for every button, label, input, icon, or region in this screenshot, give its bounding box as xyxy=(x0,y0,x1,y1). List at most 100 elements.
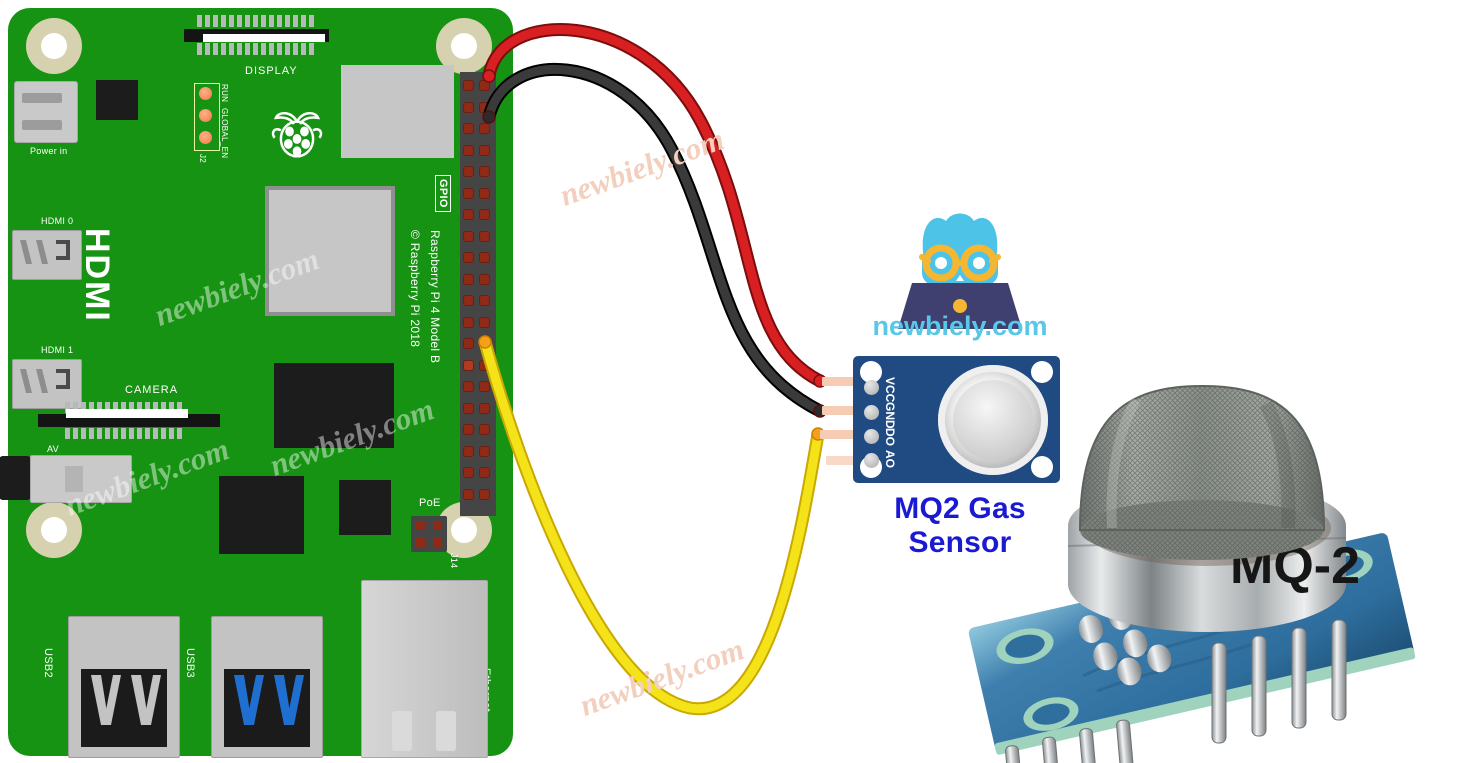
hdmi0-port-glyph xyxy=(20,240,70,264)
usb2-label: USB2 xyxy=(42,648,54,678)
gpio-pin[interactable] xyxy=(480,274,489,284)
usb-c-power-port xyxy=(14,81,78,143)
mq2-pin-label-vcc: VCC xyxy=(883,377,897,403)
mq2-sensor-caption: MQ2 Gas Sensor xyxy=(894,492,1026,559)
run-label: RUN xyxy=(220,84,229,103)
vcc-wire xyxy=(484,25,825,386)
gpio-pin[interactable] xyxy=(480,317,489,327)
hdmi-big-label: HDMI xyxy=(78,228,116,323)
gpio-pin[interactable] xyxy=(480,188,489,198)
camera-label: CAMERA xyxy=(125,384,179,396)
hdmi0-port xyxy=(12,230,82,280)
mq2-pin-vcc[interactable] xyxy=(864,380,879,395)
ethernet-port[interactable] xyxy=(361,580,488,758)
poe-header xyxy=(411,516,447,552)
gpio-pin[interactable] xyxy=(480,253,489,262)
gpio-pin[interactable] xyxy=(464,382,473,391)
gpio-pin[interactable] xyxy=(464,403,473,413)
gpio-pin[interactable] xyxy=(464,296,473,305)
board-model-label: Raspberry Pi 4 Model B xyxy=(428,230,442,364)
gpio-pin[interactable] xyxy=(480,167,489,176)
display-connector-latch xyxy=(203,34,325,42)
newbiely-owl-logo xyxy=(898,213,1022,329)
gpio-pin[interactable] xyxy=(480,124,489,133)
global-en-led-mid xyxy=(199,109,212,122)
mq2-pin-ao[interactable] xyxy=(864,453,879,468)
raspberry-pi-logo xyxy=(271,111,323,158)
gpio-pin[interactable] xyxy=(464,188,473,198)
gpio-pin[interactable] xyxy=(464,339,473,348)
gpio-pin[interactable] xyxy=(464,446,473,456)
global-en-label: GLOBAL_EN xyxy=(220,108,229,159)
camera-connector-latch xyxy=(66,409,188,418)
gpio-pin[interactable] xyxy=(464,274,473,284)
display-label: DISPLAY xyxy=(245,65,298,77)
gnd-wire xyxy=(484,64,825,416)
gpio-pin[interactable] xyxy=(464,167,473,176)
gpio-pin[interactable] xyxy=(480,425,489,434)
display-teeth-bottom xyxy=(197,43,314,55)
gpio-pin[interactable] xyxy=(464,231,473,241)
gpio-pin[interactable] xyxy=(480,339,489,348)
gpio-pin[interactable] xyxy=(480,446,489,456)
gnd-connector-stub xyxy=(822,406,858,415)
board-copyright-label: © Raspberry Pi 2018 xyxy=(408,230,422,348)
av-label: AV xyxy=(47,444,59,454)
gpio-pin[interactable] xyxy=(464,210,473,219)
wireless-module xyxy=(341,65,454,158)
mq2-pin-label-ao: AO xyxy=(883,450,897,468)
gpio-pin[interactable] xyxy=(464,468,473,477)
gpio-pin[interactable] xyxy=(480,468,489,477)
j14-label: J14 xyxy=(449,553,459,569)
gpio-pin[interactable] xyxy=(480,403,489,413)
gpio-pin[interactable] xyxy=(464,360,473,370)
vcc-connector-stub xyxy=(822,377,858,386)
gpio-pin[interactable] xyxy=(464,253,473,262)
gpio-pin[interactable] xyxy=(480,382,489,391)
mq2-pin-do[interactable] xyxy=(864,429,879,444)
do-connector-stub xyxy=(820,430,858,439)
gpio-pin[interactable] xyxy=(464,317,473,327)
display-teeth-top xyxy=(197,15,314,27)
usb3-port[interactable] xyxy=(211,616,323,758)
mounting-hole-top-left xyxy=(26,18,82,74)
av-jack-detail xyxy=(65,466,83,492)
power-port-tab-bottom xyxy=(22,120,62,130)
gpio-pin[interactable] xyxy=(464,124,473,133)
newbiely-brand-text: newbiely.com xyxy=(872,311,1048,341)
usb2-port[interactable] xyxy=(68,616,180,758)
power-port-tab-top xyxy=(22,93,62,103)
gpio-pin[interactable] xyxy=(480,210,489,219)
gpio-pin[interactable] xyxy=(480,489,489,499)
gpio-pin[interactable] xyxy=(480,360,489,370)
gpio-pin[interactable] xyxy=(480,231,489,241)
mq2-sensor-photo: MQ-2 xyxy=(968,384,1416,763)
gpio-header[interactable] xyxy=(460,72,496,516)
camera-teeth-bottom xyxy=(65,428,182,439)
gpio-pin[interactable] xyxy=(480,102,489,112)
gpio-pin[interactable] xyxy=(464,102,473,112)
gpio-pin[interactable] xyxy=(464,81,473,90)
do-wire-outline xyxy=(478,335,825,716)
mq2-hole-bottom-right xyxy=(1031,456,1053,478)
run-led xyxy=(199,87,212,100)
gpio-label: GPIO xyxy=(435,175,451,212)
j2-label: J2 xyxy=(198,154,207,164)
gpio-pin[interactable] xyxy=(480,296,489,305)
mq2-pin-label-do: DO xyxy=(883,428,897,446)
gpio-pin[interactable] xyxy=(464,425,473,434)
gpio-pin[interactable] xyxy=(464,489,473,499)
mq2-sensor-module[interactable]: VCC GND DO AO xyxy=(853,356,1060,483)
hdmi1-port-glyph xyxy=(20,369,70,393)
mq2-pin-label-gnd: GND xyxy=(883,402,897,429)
gpio-pin[interactable] xyxy=(464,145,473,155)
camera-teeth-top xyxy=(65,402,182,413)
mq2-pin-gnd[interactable] xyxy=(864,405,879,420)
poe-label: PoE xyxy=(419,497,441,509)
gpio-pin[interactable] xyxy=(480,81,489,90)
ram-chip xyxy=(339,480,391,535)
lan-chip xyxy=(219,476,304,554)
do-wire xyxy=(480,337,823,714)
gpio-pin[interactable] xyxy=(480,145,489,155)
